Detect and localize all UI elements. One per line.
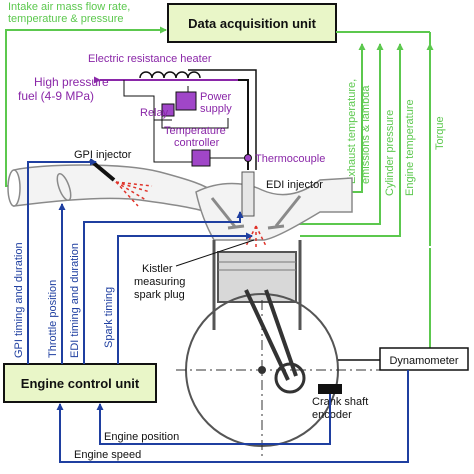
intake-pipe-opening	[7, 169, 21, 207]
power-supply-label-1: Power	[200, 91, 232, 103]
engine-temp-label: Engine temperature	[404, 99, 416, 196]
spark-control-line	[117, 232, 253, 364]
arrowhead-icon	[248, 44, 256, 52]
intake-pipe	[13, 164, 215, 216]
engine-position-line	[96, 394, 331, 445]
engine-speed-label: Engine speed	[74, 449, 141, 461]
torque-label: Torque	[434, 116, 446, 150]
daq-label: Data acquisition unit	[188, 16, 317, 31]
intake-label-1: Intake air mass flow rate,	[8, 1, 130, 13]
spark-signal-label: Spark timing	[103, 287, 115, 348]
relay-wiring	[123, 80, 172, 121]
dyno-box	[379, 347, 469, 371]
kistler-label-3: spark plug	[134, 289, 185, 301]
exhaust-label-2: emissions & lambda	[360, 85, 372, 184]
engine-position-label: Engine position	[104, 431, 179, 443]
cylinder-walls	[212, 240, 302, 330]
temp-controller-box	[191, 149, 211, 167]
edi-injector-body	[241, 171, 255, 217]
power-supply-box	[175, 91, 197, 111]
fuel-spray-icon	[115, 181, 153, 207]
kistler-pointer	[175, 239, 255, 267]
thermocouple-label: Thermocouple	[255, 153, 325, 165]
controller-wiring	[153, 120, 192, 163]
kistler-label-1: Kistler	[142, 263, 173, 275]
kistler-label-2: measuring	[134, 276, 185, 288]
exhaust-valve	[267, 195, 302, 230]
exhaust-signal-line	[352, 43, 366, 193]
daq-box	[167, 3, 337, 43]
dyno-label: Dynamometer	[389, 355, 458, 367]
ecu-label: Engine control unit	[21, 376, 140, 391]
cyl-pressure-label: Cylinder pressure	[384, 110, 396, 196]
ecu-box	[3, 363, 157, 403]
temp-controller-label-2: controller	[174, 137, 220, 149]
gpi-control-line	[27, 158, 97, 364]
exhaust-label-1: Exhaust temperature,	[346, 79, 358, 184]
intake-label-2: temperature & pressure	[8, 13, 124, 25]
relay-wiring-3	[161, 112, 229, 129]
heater-coil-icon	[139, 71, 201, 79]
connecting-rod	[244, 289, 298, 381]
gpi-signal-label: GPI timing and duration	[13, 242, 25, 358]
power-supply-label-2: supply	[200, 103, 232, 115]
crank-pin	[274, 362, 306, 394]
fuel-line-down	[238, 79, 249, 170]
throttle-signal-label: Throttle position	[47, 280, 59, 358]
thermocouple-dot	[244, 154, 252, 162]
relay-box	[161, 103, 175, 117]
engine-temp-signal-line	[300, 43, 404, 237]
edi-control-line	[83, 211, 244, 364]
edi-injector-label: EDI injector	[266, 179, 323, 191]
heater-label: Electric resistance heater	[88, 53, 212, 65]
fuel-label-2: fuel (4-9 MPa)	[18, 89, 94, 103]
engine-speed-line	[56, 370, 409, 463]
crank-encoder	[318, 384, 342, 394]
relay-label: Relay	[140, 107, 169, 119]
throttle-plate	[56, 172, 72, 202]
temp-controller-label-1: Temperature	[164, 125, 226, 137]
gpi-injector-label: GPI injector	[74, 149, 132, 161]
fuel-line-upper	[188, 69, 257, 170]
encoder-label-1: Crank shaft	[312, 396, 368, 408]
spark-spray-icon	[245, 225, 267, 248]
encoder-label-2: encoder	[312, 409, 352, 421]
cyl-pressure-signal-line	[268, 43, 384, 225]
fuel-label-1: High pressure	[34, 75, 109, 89]
edi-signal-label: EDI timing and duration	[69, 243, 81, 358]
